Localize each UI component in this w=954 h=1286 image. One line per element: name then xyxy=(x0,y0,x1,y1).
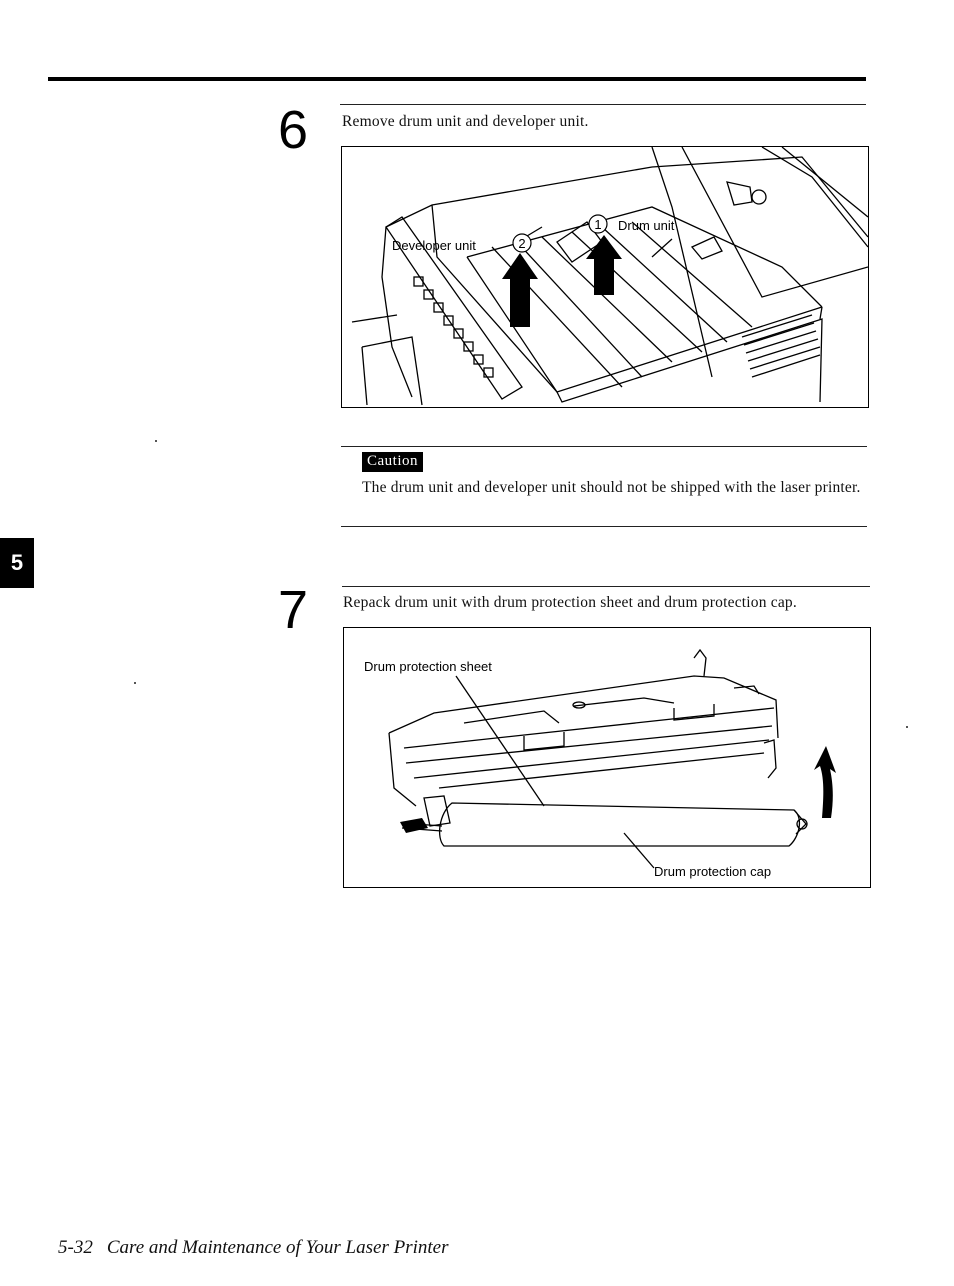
step-7-rule xyxy=(342,586,870,587)
caution-text: The drum unit and developer unit should … xyxy=(362,479,861,496)
label-developer-unit: Developer unit xyxy=(392,238,476,253)
figure-remove-units: 1 Drum unit 2 Developer unit xyxy=(341,146,869,408)
chapter-tab: 5 xyxy=(0,538,34,588)
printer-illustration: 1 Drum unit 2 Developer unit xyxy=(351,147,868,406)
drum-unit-illustration: Drum protection sheet Drum protection ca… xyxy=(364,648,836,879)
callout-2: 2 xyxy=(518,236,525,251)
figure-repack-drum: Drum protection sheet Drum protection ca… xyxy=(343,627,871,888)
speck xyxy=(906,726,908,728)
step-6-rule xyxy=(340,104,866,105)
page-number: 5-32 xyxy=(58,1237,93,1258)
top-rule xyxy=(48,77,866,81)
page-footer: 5-32 Care and Maintenance of Your Laser P… xyxy=(58,1237,448,1259)
caution-bottom-rule xyxy=(341,526,867,527)
chapter-title: Care and Maintenance of Your Laser Print… xyxy=(106,1237,449,1258)
callout-1: 1 xyxy=(594,217,601,232)
caution-badge: Caution xyxy=(362,452,423,472)
speck xyxy=(155,440,157,442)
callout-2-circle xyxy=(512,233,532,253)
label-drum-protection-sheet: Drum protection sheet xyxy=(364,659,492,674)
label-drum-unit: Drum unit xyxy=(618,218,675,233)
step-number-6: 6 xyxy=(278,100,309,160)
step-6-instruction: Remove drum unit and developer unit. xyxy=(342,113,589,130)
step-number-7: 7 xyxy=(278,580,309,640)
label-drum-protection-cap: Drum protection cap xyxy=(654,864,771,879)
step-7-instruction: Repack drum unit with drum protection sh… xyxy=(343,594,797,611)
speck xyxy=(134,682,136,684)
caution-top-rule xyxy=(341,446,867,447)
callout-1-circle xyxy=(588,214,608,234)
